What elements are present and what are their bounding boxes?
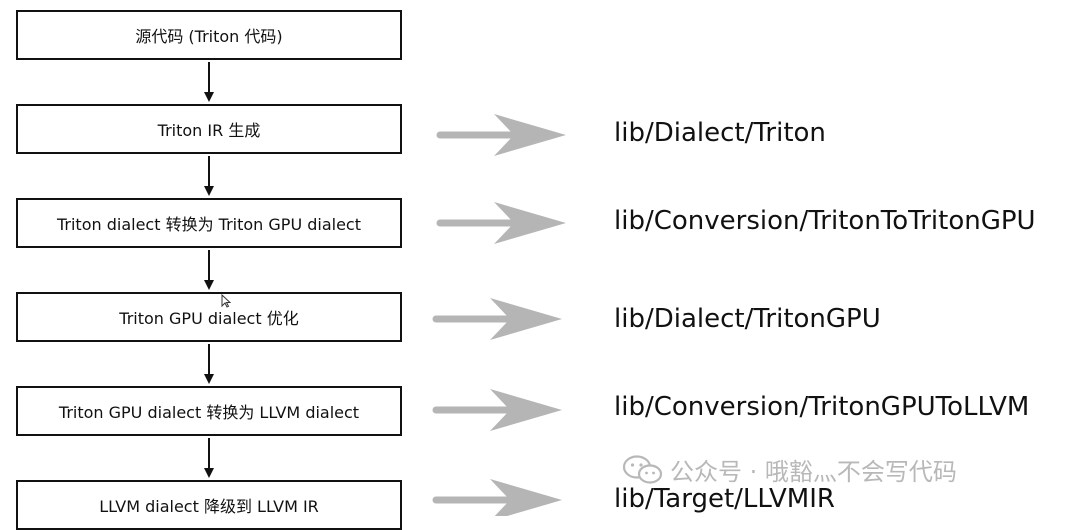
right-arrow <box>436 202 566 244</box>
down-arrow <box>204 156 214 196</box>
right-arrow <box>436 114 566 156</box>
down-arrow <box>204 438 214 478</box>
stage-box-to-llvm: Triton GPU dialect 转换为 LLVM dialect <box>16 386 402 436</box>
wechat-icon <box>622 454 663 484</box>
stage-label: Triton GPU dialect 转换为 LLVM dialect <box>58 403 360 422</box>
stage-box-source: 源代码 (Triton 代码) <box>16 10 402 60</box>
right-arrow <box>432 389 562 431</box>
stage-label: Triton dialect 转换为 Triton GPU dialect <box>56 215 362 234</box>
stage-box-llvm-ir: LLVM dialect 降级到 LLVM IR <box>16 480 402 530</box>
path-label: lib/Dialect/Triton <box>614 118 826 148</box>
mouse-cursor-icon <box>221 294 231 308</box>
down-arrow <box>204 250 214 290</box>
path-label: lib/Conversion/TritonGPUToLLVM <box>614 392 1030 422</box>
watermark-text: 公众号 · 哦豁灬不会写代码 <box>670 458 957 486</box>
path-label: lib/Conversion/TritonToTritonGPU <box>614 206 1036 236</box>
path-label: lib/Dialect/TritonGPU <box>614 304 881 334</box>
down-arrow <box>204 62 214 102</box>
stage-label: 源代码 (Triton 代码) <box>135 27 283 46</box>
stage-box-tritongpu-opt: Triton GPU dialect 优化 <box>16 292 402 342</box>
stage-box-triton-ir: Triton IR 生成 <box>16 104 402 154</box>
path-label: lib/Target/LLVMIR <box>614 484 835 514</box>
right-arrow <box>432 298 562 340</box>
stage-label: LLVM dialect 降级到 LLVM IR <box>99 497 319 516</box>
down-arrow <box>204 344 214 384</box>
watermark: 公众号 · 哦豁灬不会写代码 <box>622 452 957 487</box>
pipeline-diagram <box>204 62 566 516</box>
stage-box-to-tritongpu: Triton dialect 转换为 Triton GPU dialect <box>16 198 402 248</box>
stage-label: Triton GPU dialect 优化 <box>119 309 299 328</box>
stage-label: Triton IR 生成 <box>157 121 261 140</box>
right-arrow <box>432 479 562 516</box>
